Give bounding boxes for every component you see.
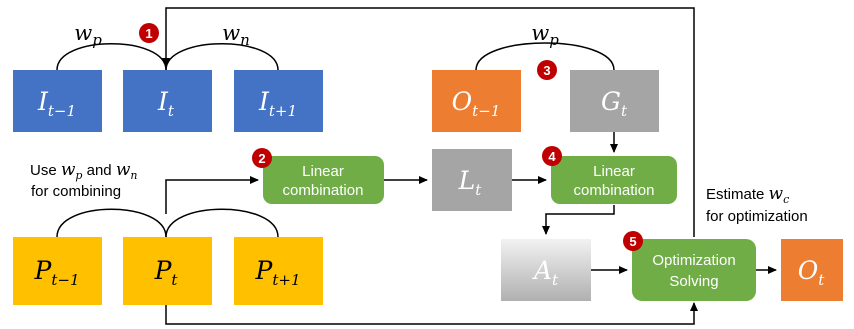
arrow-feedback-top	[162, 7, 695, 237]
op-linear-combination-1: Linear combination	[263, 156, 384, 204]
op-optimization-solving: Optimization Solving	[632, 239, 756, 301]
svg-text:5: 5	[629, 234, 636, 249]
svg-text:Optimization: Optimization	[652, 252, 735, 269]
box-o-prev: Ot−1	[432, 70, 521, 132]
box-i-curr: It	[123, 70, 212, 132]
step-badge-1: 1	[139, 23, 159, 43]
box-g-curr: Gt	[570, 70, 659, 132]
arrow-p-to-optimization	[165, 302, 698, 325]
svg-text:Linear: Linear	[593, 163, 635, 180]
arc-wp-output	[475, 42, 615, 71]
box-p-next: Pt+1	[234, 237, 323, 305]
box-o-curr: Ot	[781, 239, 843, 301]
svg-text:Pt: Pt	[154, 256, 179, 289]
arc-wn-input	[165, 43, 279, 71]
svg-text:Solving: Solving	[669, 273, 718, 290]
box-l-curr: Lt	[432, 149, 512, 211]
svg-text:Pt+1: Pt+1	[255, 256, 301, 289]
box-i-next: It+1	[234, 70, 323, 132]
svg-text:Linear: Linear	[302, 163, 344, 180]
arc-wp-input	[56, 43, 167, 71]
svg-text:4: 4	[548, 149, 556, 164]
arc-wn-pose	[165, 208, 279, 238]
step-badge-2: 2	[252, 148, 272, 168]
note-use-weights-line2: for combining	[31, 183, 121, 200]
svg-text:It: It	[157, 87, 175, 120]
box-a-curr: At	[501, 239, 591, 301]
op-linear-combination-2: Linear combination	[551, 156, 677, 204]
svg-text:Ot: Ot	[798, 256, 826, 289]
arrow-use-to-linear1	[165, 176, 259, 214]
svg-text:Gt: Gt	[601, 87, 628, 120]
arrow-linear2-to-a	[542, 205, 615, 235]
weight-label-wp-input: wp	[74, 21, 102, 49]
arc-wp-pose	[56, 208, 167, 238]
note-estimate-weights: Estimate wc	[706, 184, 789, 206]
svg-text:combination: combination	[574, 182, 655, 199]
svg-text:Pt−1: Pt−1	[34, 256, 80, 289]
svg-text:It+1: It+1	[258, 87, 297, 120]
svg-text:3: 3	[543, 63, 550, 78]
box-i-prev: It−1	[13, 70, 102, 132]
step-badge-4: 4	[542, 146, 562, 166]
weight-label-wp-output: wp	[531, 21, 559, 49]
svg-text:Lt: Lt	[458, 166, 483, 199]
svg-text:2: 2	[258, 151, 265, 166]
svg-text:It−1: It−1	[37, 87, 76, 120]
note-estimate-weights-line2: for optimization	[706, 208, 808, 225]
svg-text:combination: combination	[283, 182, 364, 199]
svg-text:Ot−1: Ot−1	[452, 87, 501, 120]
box-p-prev: Pt−1	[13, 237, 102, 305]
step-badge-3: 3	[537, 60, 557, 80]
box-p-curr: Pt	[123, 237, 212, 305]
note-use-weights: Use wp and wn	[30, 160, 137, 182]
svg-text:At: At	[532, 256, 559, 289]
svg-text:1: 1	[145, 26, 152, 41]
step-badge-5: 5	[623, 231, 643, 251]
weight-label-wn-input: wn	[222, 21, 250, 49]
